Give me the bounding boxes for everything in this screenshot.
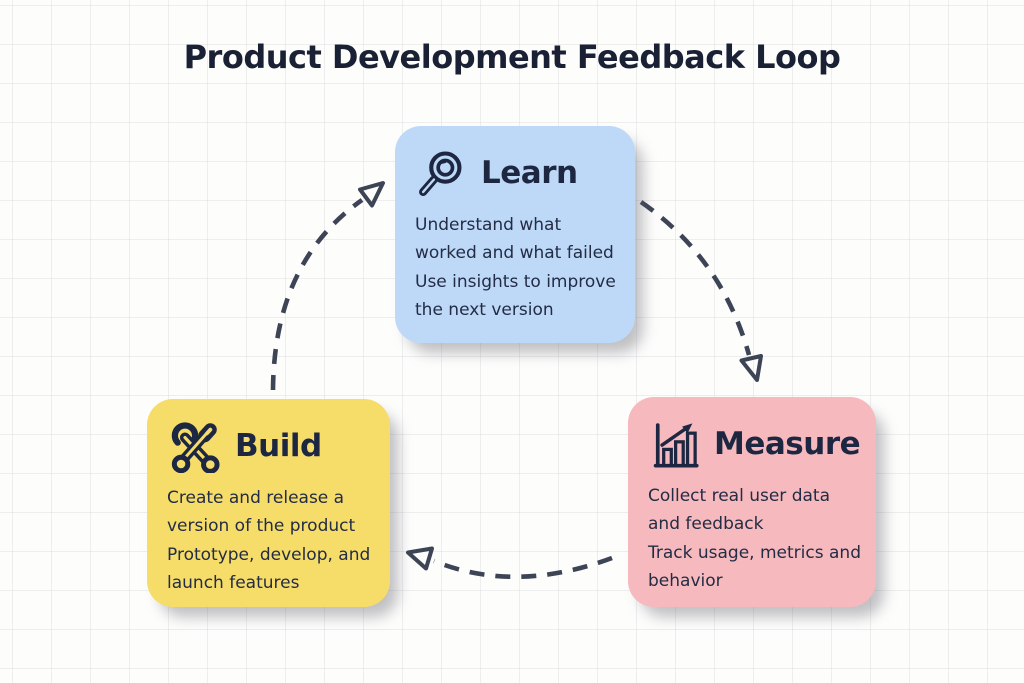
build-card-header: Build [167,415,378,477]
arrow-build-to-learn [270,198,364,391]
build-card: Build Create and release a version of th… [147,399,390,607]
build-card-body: Create and release a version of the prod… [167,485,378,597]
measure-description-line: Collect real user data and feedback [648,486,830,534]
arrowhead-build-to-learn-icon [358,181,385,208]
crossed-tools-icon [167,419,221,473]
learn-card: Learn Understand what worked and what fa… [395,126,635,343]
learn-card-body: Understand what worked and what failed U… [415,212,623,324]
build-card-title: Build [235,428,322,464]
page-title: Product Development Feedback Loop [183,38,841,76]
measure-card: Measure Collect real user data and feedb… [628,397,876,607]
measure-card-body: Collect real user data and feedback Trac… [648,483,864,595]
measure-description-line: Track usage, metrics and behavior [648,543,861,591]
measure-card-header: Measure [648,413,864,475]
arrowhead-learn-to-measure-icon [739,354,763,382]
arrowhead-measure-to-build-icon [406,546,434,571]
bar-chart-growth-icon [648,418,700,470]
measure-card-title: Measure [714,426,861,462]
learn-card-header: Learn [415,142,623,204]
learn-description-line: Understand what worked and what failed [415,215,614,263]
arrow-learn-to-measure [639,200,752,356]
learn-card-title: Learn [481,155,578,191]
arrow-measure-to-build [433,555,613,580]
learn-description-line: Use insights to improve the next version [415,272,616,320]
build-description-line: Create and release a version of the prod… [167,488,356,536]
build-description-line: Prototype, develop, and launch features [167,545,371,593]
magnifier-icon [415,147,467,199]
